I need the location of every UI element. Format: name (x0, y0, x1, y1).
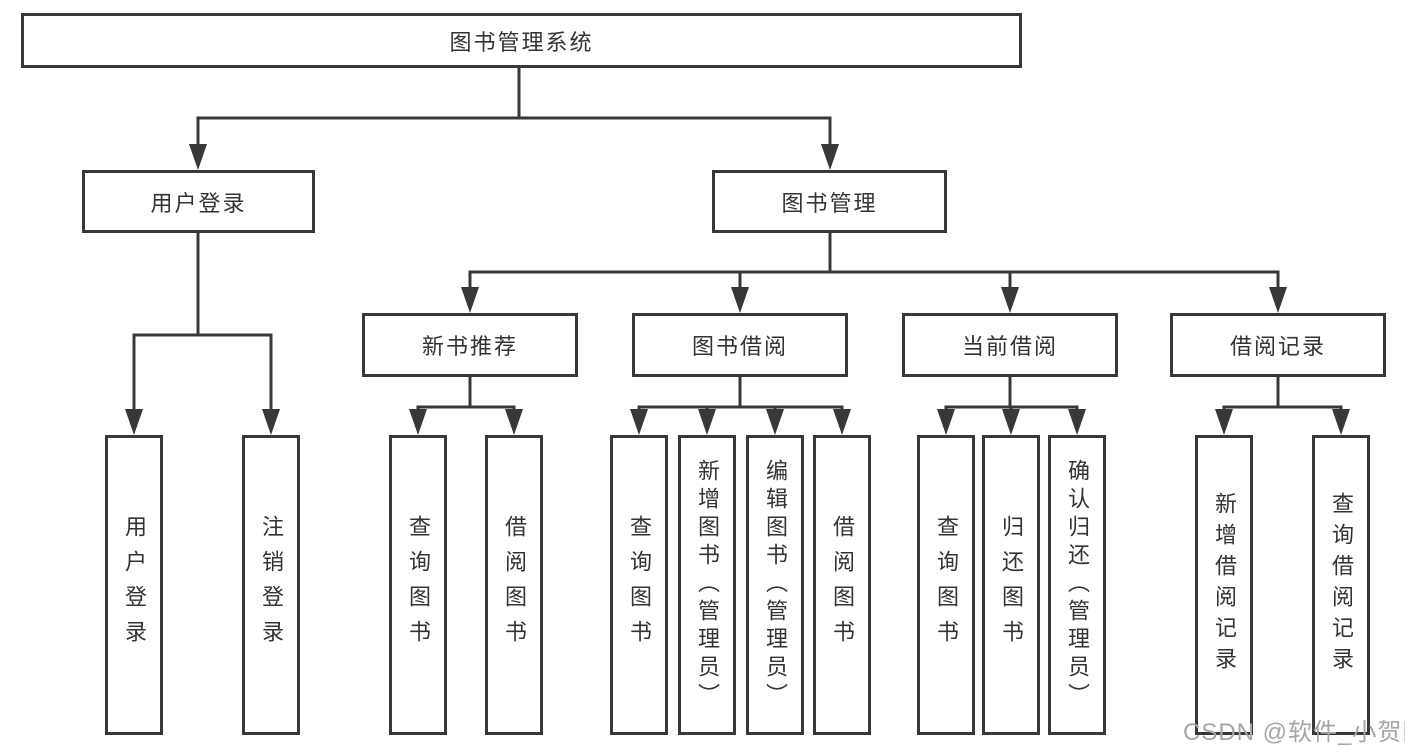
connector-book-management-branch (461, 229, 1287, 313)
arrowhead-icon (1269, 287, 1287, 313)
connector-line (196, 64, 832, 150)
connector-user-login-branch (125, 229, 280, 435)
leaf-query-books-current: 查询图书 (917, 435, 975, 735)
node-user-login-label: 用户登录 (150, 190, 247, 216)
node-user-login: 用户登录 (82, 170, 315, 233)
leaf-query-borrow-record: 查询借阅记录 (1312, 435, 1370, 735)
arrowhead-icon (937, 409, 955, 435)
arrowhead-icon (505, 409, 523, 435)
connector-new-book-branch (409, 373, 523, 435)
csdn-watermark: CSDN @软件_小贺同学 (1183, 719, 1405, 746)
node-borrow-records-label: 借阅记录 (1229, 334, 1326, 359)
leaf-query-books-recommend: 查询图书 (389, 435, 447, 735)
leaf-edit-book-admin-label: 编辑图书（管理员） (763, 459, 788, 711)
node-current-borrow-label: 当前借阅 (961, 334, 1058, 359)
arrowhead-icon (1001, 287, 1019, 313)
leaf-borrow-books: 借阅图书 (813, 435, 871, 735)
connector-line (944, 373, 1079, 415)
arrowhead-icon (1002, 409, 1020, 435)
leaf-return-book-label: 归还图书 (999, 515, 1024, 655)
node-book-management-label: 图书管理 (781, 190, 878, 216)
leaf-user-login-label: 用户登录 (122, 515, 147, 655)
leaf-add-borrow-record-label: 新增借阅记录 (1212, 492, 1237, 678)
arrowhead-icon (1068, 409, 1086, 435)
leaf-query-books-borrow: 查询图书 (610, 435, 668, 735)
node-system-root: 图书管理系统 (21, 13, 1022, 68)
arrowhead-icon (1215, 409, 1233, 435)
connector-borrow-record-branch (1215, 373, 1350, 435)
arrowhead-icon (833, 409, 851, 435)
connector-line (416, 373, 516, 415)
node-new-book-recommend: 新书推荐 (362, 313, 578, 377)
arrowhead-icon (731, 287, 749, 313)
leaf-user-login: 用户登录 (105, 435, 163, 735)
leaf-query-books-recommend-label: 查询图书 (406, 515, 431, 655)
leaf-return-book: 归还图书 (982, 435, 1040, 735)
arrowhead-icon (461, 287, 479, 313)
leaf-borrow-books-recommend: 借阅图书 (485, 435, 543, 735)
node-system-root-label: 图书管理系统 (449, 29, 594, 55)
leaf-add-book-admin-label: 新增图书（管理员） (695, 459, 720, 711)
node-book-borrow-label: 图书借阅 (691, 334, 788, 359)
connector-line (468, 229, 1280, 293)
leaf-query-borrow-record-label: 查询借阅记录 (1329, 492, 1354, 678)
leaf-confirm-return-admin-label: 确认归还（管理员） (1065, 459, 1090, 711)
leaf-add-borrow-record: 新增借阅记录 (1195, 435, 1253, 735)
arrowhead-icon (766, 409, 784, 435)
connector-book-borrow-branch (630, 373, 851, 435)
leaf-confirm-return-admin: 确认归还（管理员） (1048, 435, 1106, 735)
connector-line (1222, 373, 1343, 415)
leaf-add-book-admin: 新增图书（管理员） (678, 435, 736, 735)
leaf-borrow-books-label: 借阅图书 (830, 515, 855, 655)
arrowhead-icon (189, 144, 207, 170)
arrowhead-icon (409, 409, 427, 435)
node-new-book-recommend-label: 新书推荐 (421, 334, 518, 359)
node-book-management: 图书管理 (712, 170, 947, 233)
leaf-query-books-current-label: 查询图书 (934, 515, 959, 655)
arrowhead-icon (262, 409, 280, 435)
connector-root-branch (189, 64, 839, 170)
node-borrow-records: 借阅记录 (1170, 313, 1386, 377)
connector-current-borrow-branch (937, 373, 1086, 435)
connector-line (132, 229, 273, 415)
arrowhead-icon (698, 409, 716, 435)
arrowhead-icon (125, 409, 143, 435)
leaf-borrow-books-recommend-label: 借阅图书 (502, 515, 527, 655)
leaf-query-books-borrow-label: 查询图书 (627, 515, 652, 655)
arrowhead-icon (821, 144, 839, 170)
arrowhead-icon (1332, 409, 1350, 435)
node-current-borrow: 当前借阅 (902, 313, 1118, 377)
leaf-edit-book-admin: 编辑图书（管理员） (746, 435, 804, 735)
leaf-logout: 注销登录 (242, 435, 300, 735)
node-book-borrow: 图书借阅 (632, 313, 848, 377)
arrowhead-icon (630, 409, 648, 435)
connector-line (637, 373, 844, 415)
leaf-logout-label: 注销登录 (259, 515, 284, 655)
